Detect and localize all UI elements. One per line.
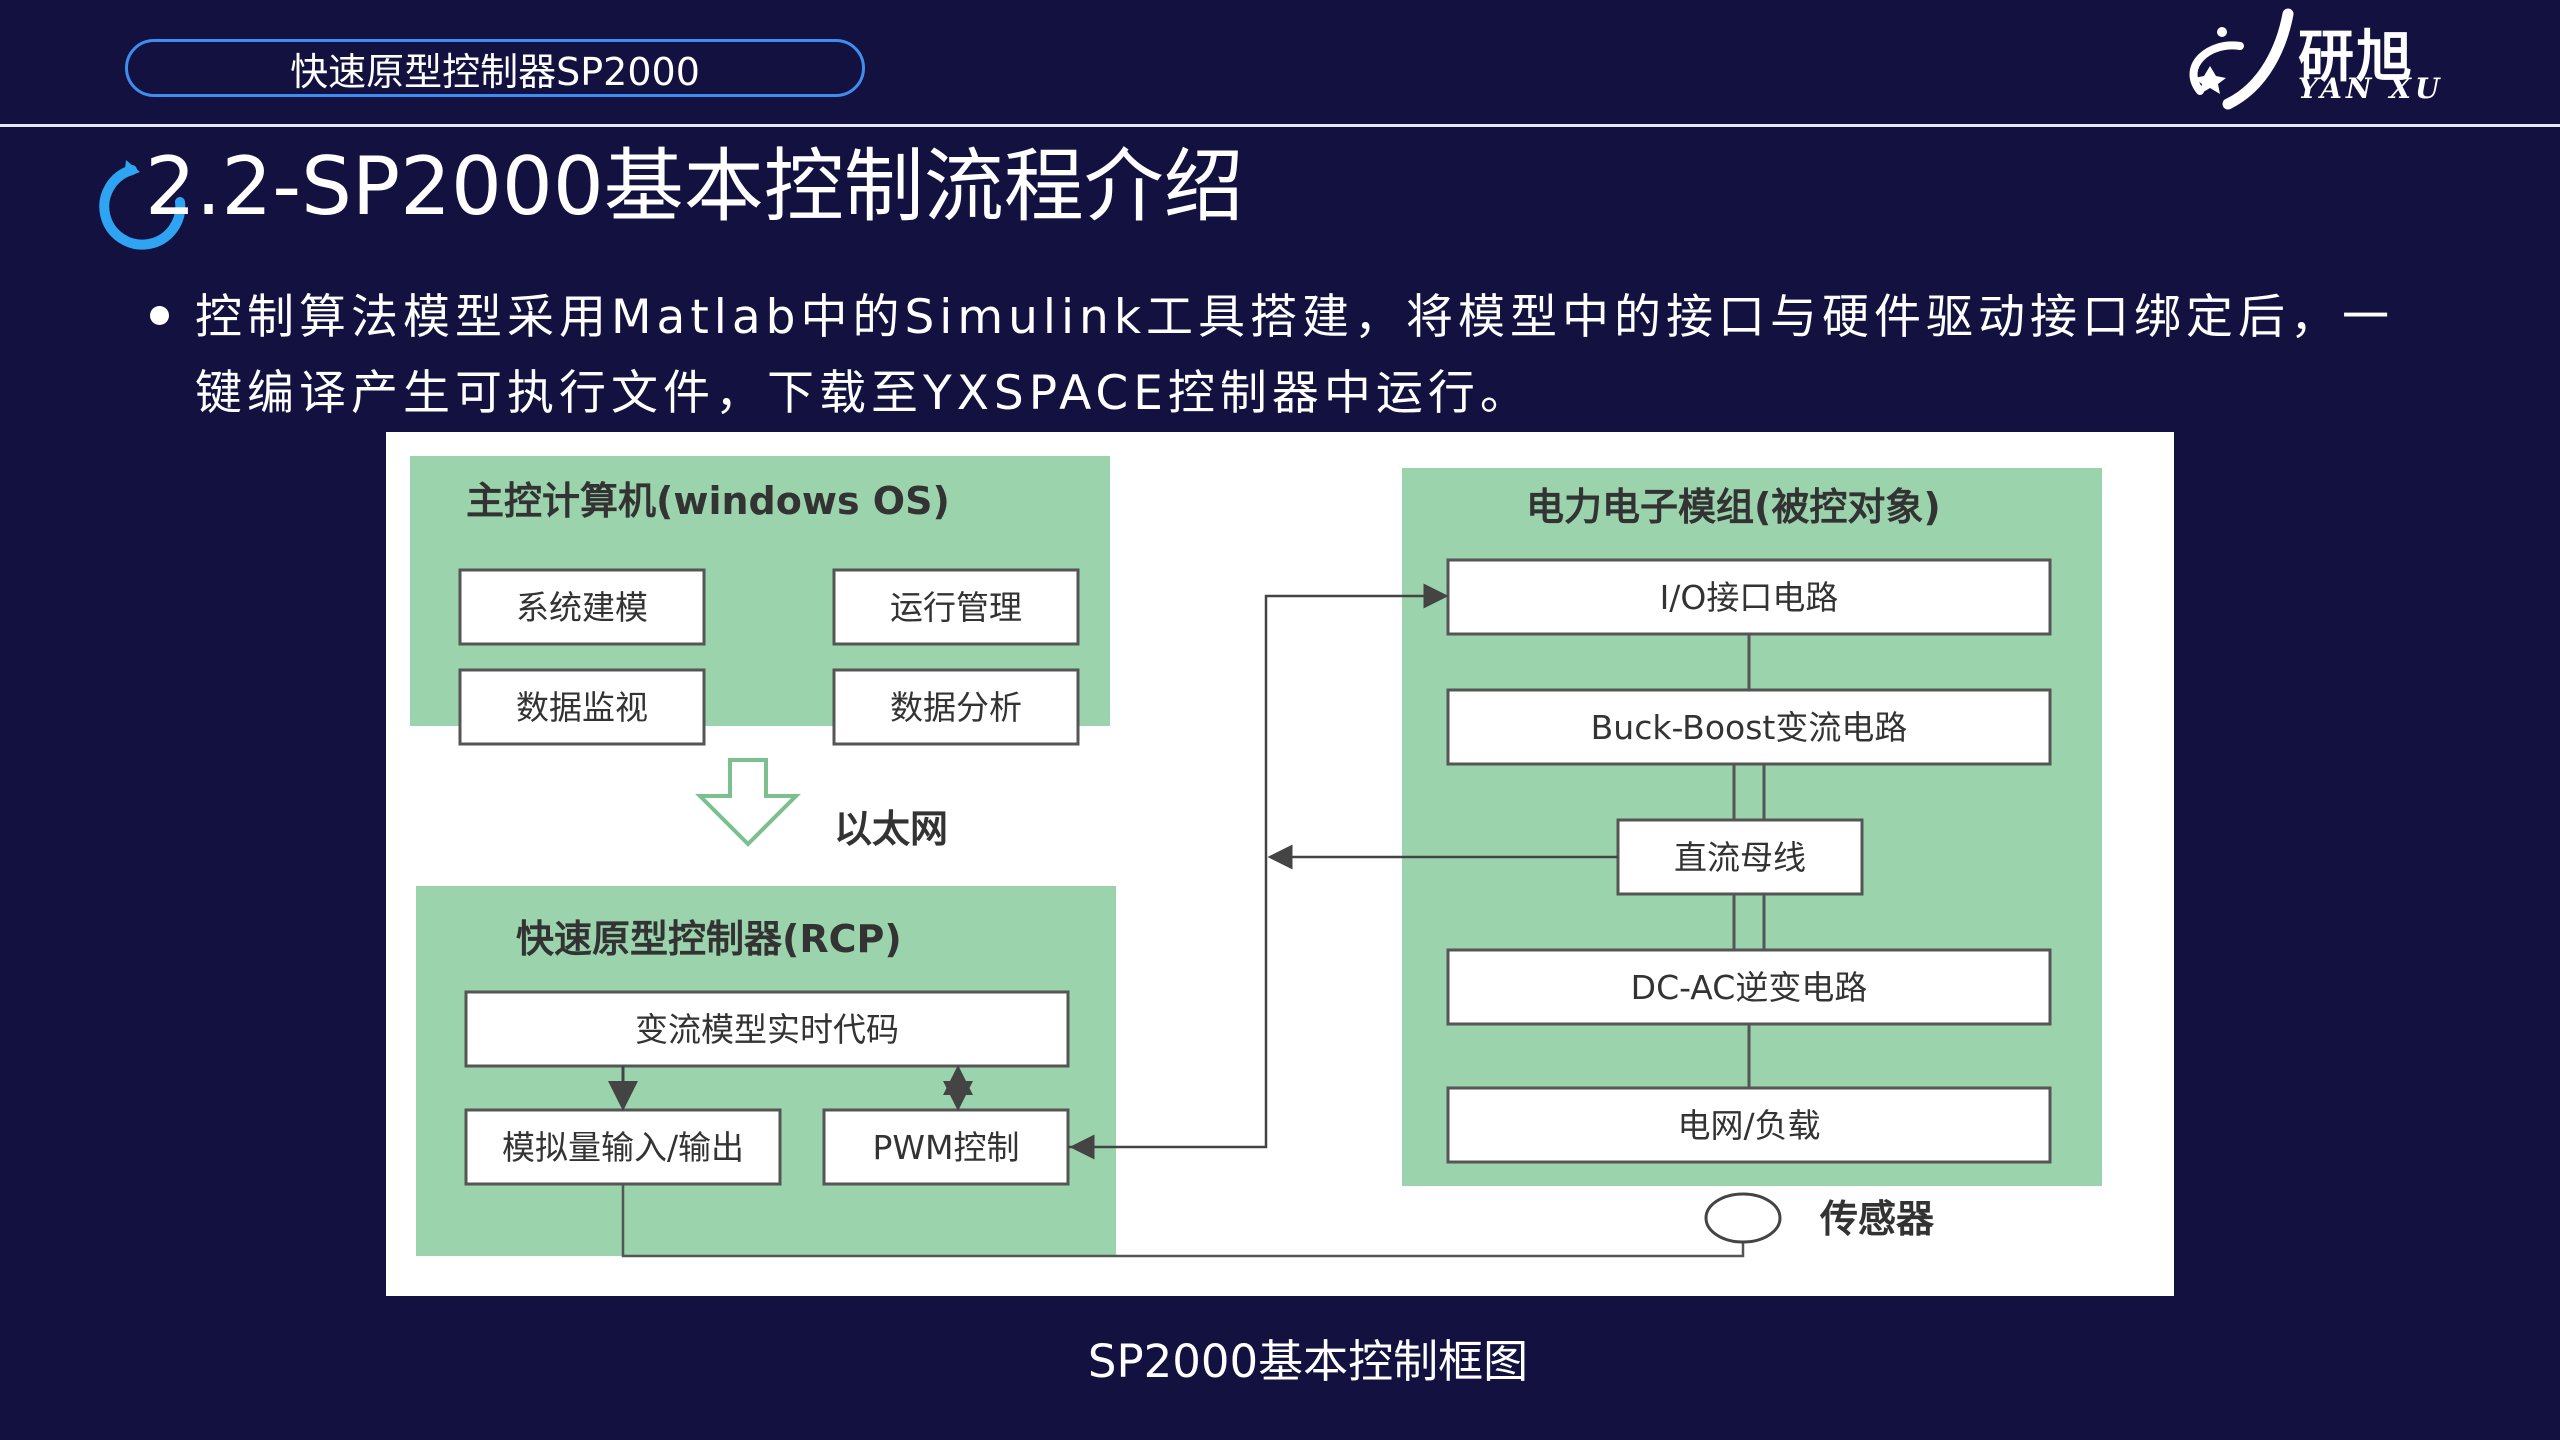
bullet-dot: [150, 306, 169, 325]
host-computer-group: 主控计算机(windows OS) 系统建模 运行管理 数据监视 数据分析: [410, 456, 1110, 746]
circular-arrow-icon: [99, 160, 186, 250]
dc-ac-inverter-box: DC-AC逆变电路: [1631, 968, 1868, 1007]
ethernet-label: 以太网: [834, 807, 948, 851]
ethernet-down-arrow-icon: [695, 758, 801, 847]
rcp-pwm-box: PWM控制: [872, 1128, 1019, 1167]
grid-load-box: 电网/负载: [1677, 1106, 1820, 1145]
rcp-analog-io-box: 模拟量输入/输出: [502, 1128, 744, 1167]
control-block-diagram: 主控计算机(windows OS) 系统建模 运行管理 数据监视 数据分析 以太…: [386, 432, 2174, 1296]
host-item-modeling: 系统建模: [516, 588, 648, 627]
logo-chinese-text: 研旭: [2298, 24, 2414, 90]
power-electronics-group: 电力电子模组(被控对象) I/O接口电路 Buck-Boost变流电路 直流母线…: [1402, 468, 2102, 1186]
dc-bus-box: 直流母线: [1674, 838, 1806, 877]
power-electronics-title: 电力电子模组(被控对象): [1526, 485, 1941, 529]
rcp-title: 快速原型控制器(RCP): [516, 917, 902, 961]
slide-title: 2.2-SP2000基本控制流程介绍: [145, 140, 1244, 233]
host-computer-title: 主控计算机(windows OS): [466, 479, 950, 523]
logo-english-text: YAN XU: [2298, 72, 2444, 105]
host-item-data-analysis: 数据分析: [890, 688, 1022, 727]
rcp-group: 快速原型控制器(RCP) 变流模型实时代码 模拟量输入/输出 PWM控制: [416, 886, 1116, 1256]
sensor-ring-icon: [1704, 1192, 1782, 1244]
host-item-data-monitor: 数据监视: [516, 688, 648, 727]
sensor-label: 传感器: [1819, 1197, 1935, 1241]
document-title: 快速原型控制器SP2000: [290, 49, 700, 94]
yanxu-swoosh-logo-icon: [2189, 8, 2294, 110]
bullet-text: 控制算法模型采用Matlab中的Simulink工具搭建，将模型中的接口与硬件驱…: [195, 290, 2395, 421]
host-item-run-management: 运行管理: [890, 588, 1022, 627]
rcp-realtime-code-box: 变流模型实时代码: [635, 1010, 899, 1049]
document-title-pill: 快速原型控制器SP2000: [125, 39, 865, 97]
diagram-caption: SP2000基本控制框图: [1087, 1335, 1529, 1388]
io-interface-box: I/O接口电路: [1660, 578, 1839, 617]
header-divider: [0, 124, 2560, 127]
buck-boost-box: Buck-Boost变流电路: [1591, 708, 1908, 747]
